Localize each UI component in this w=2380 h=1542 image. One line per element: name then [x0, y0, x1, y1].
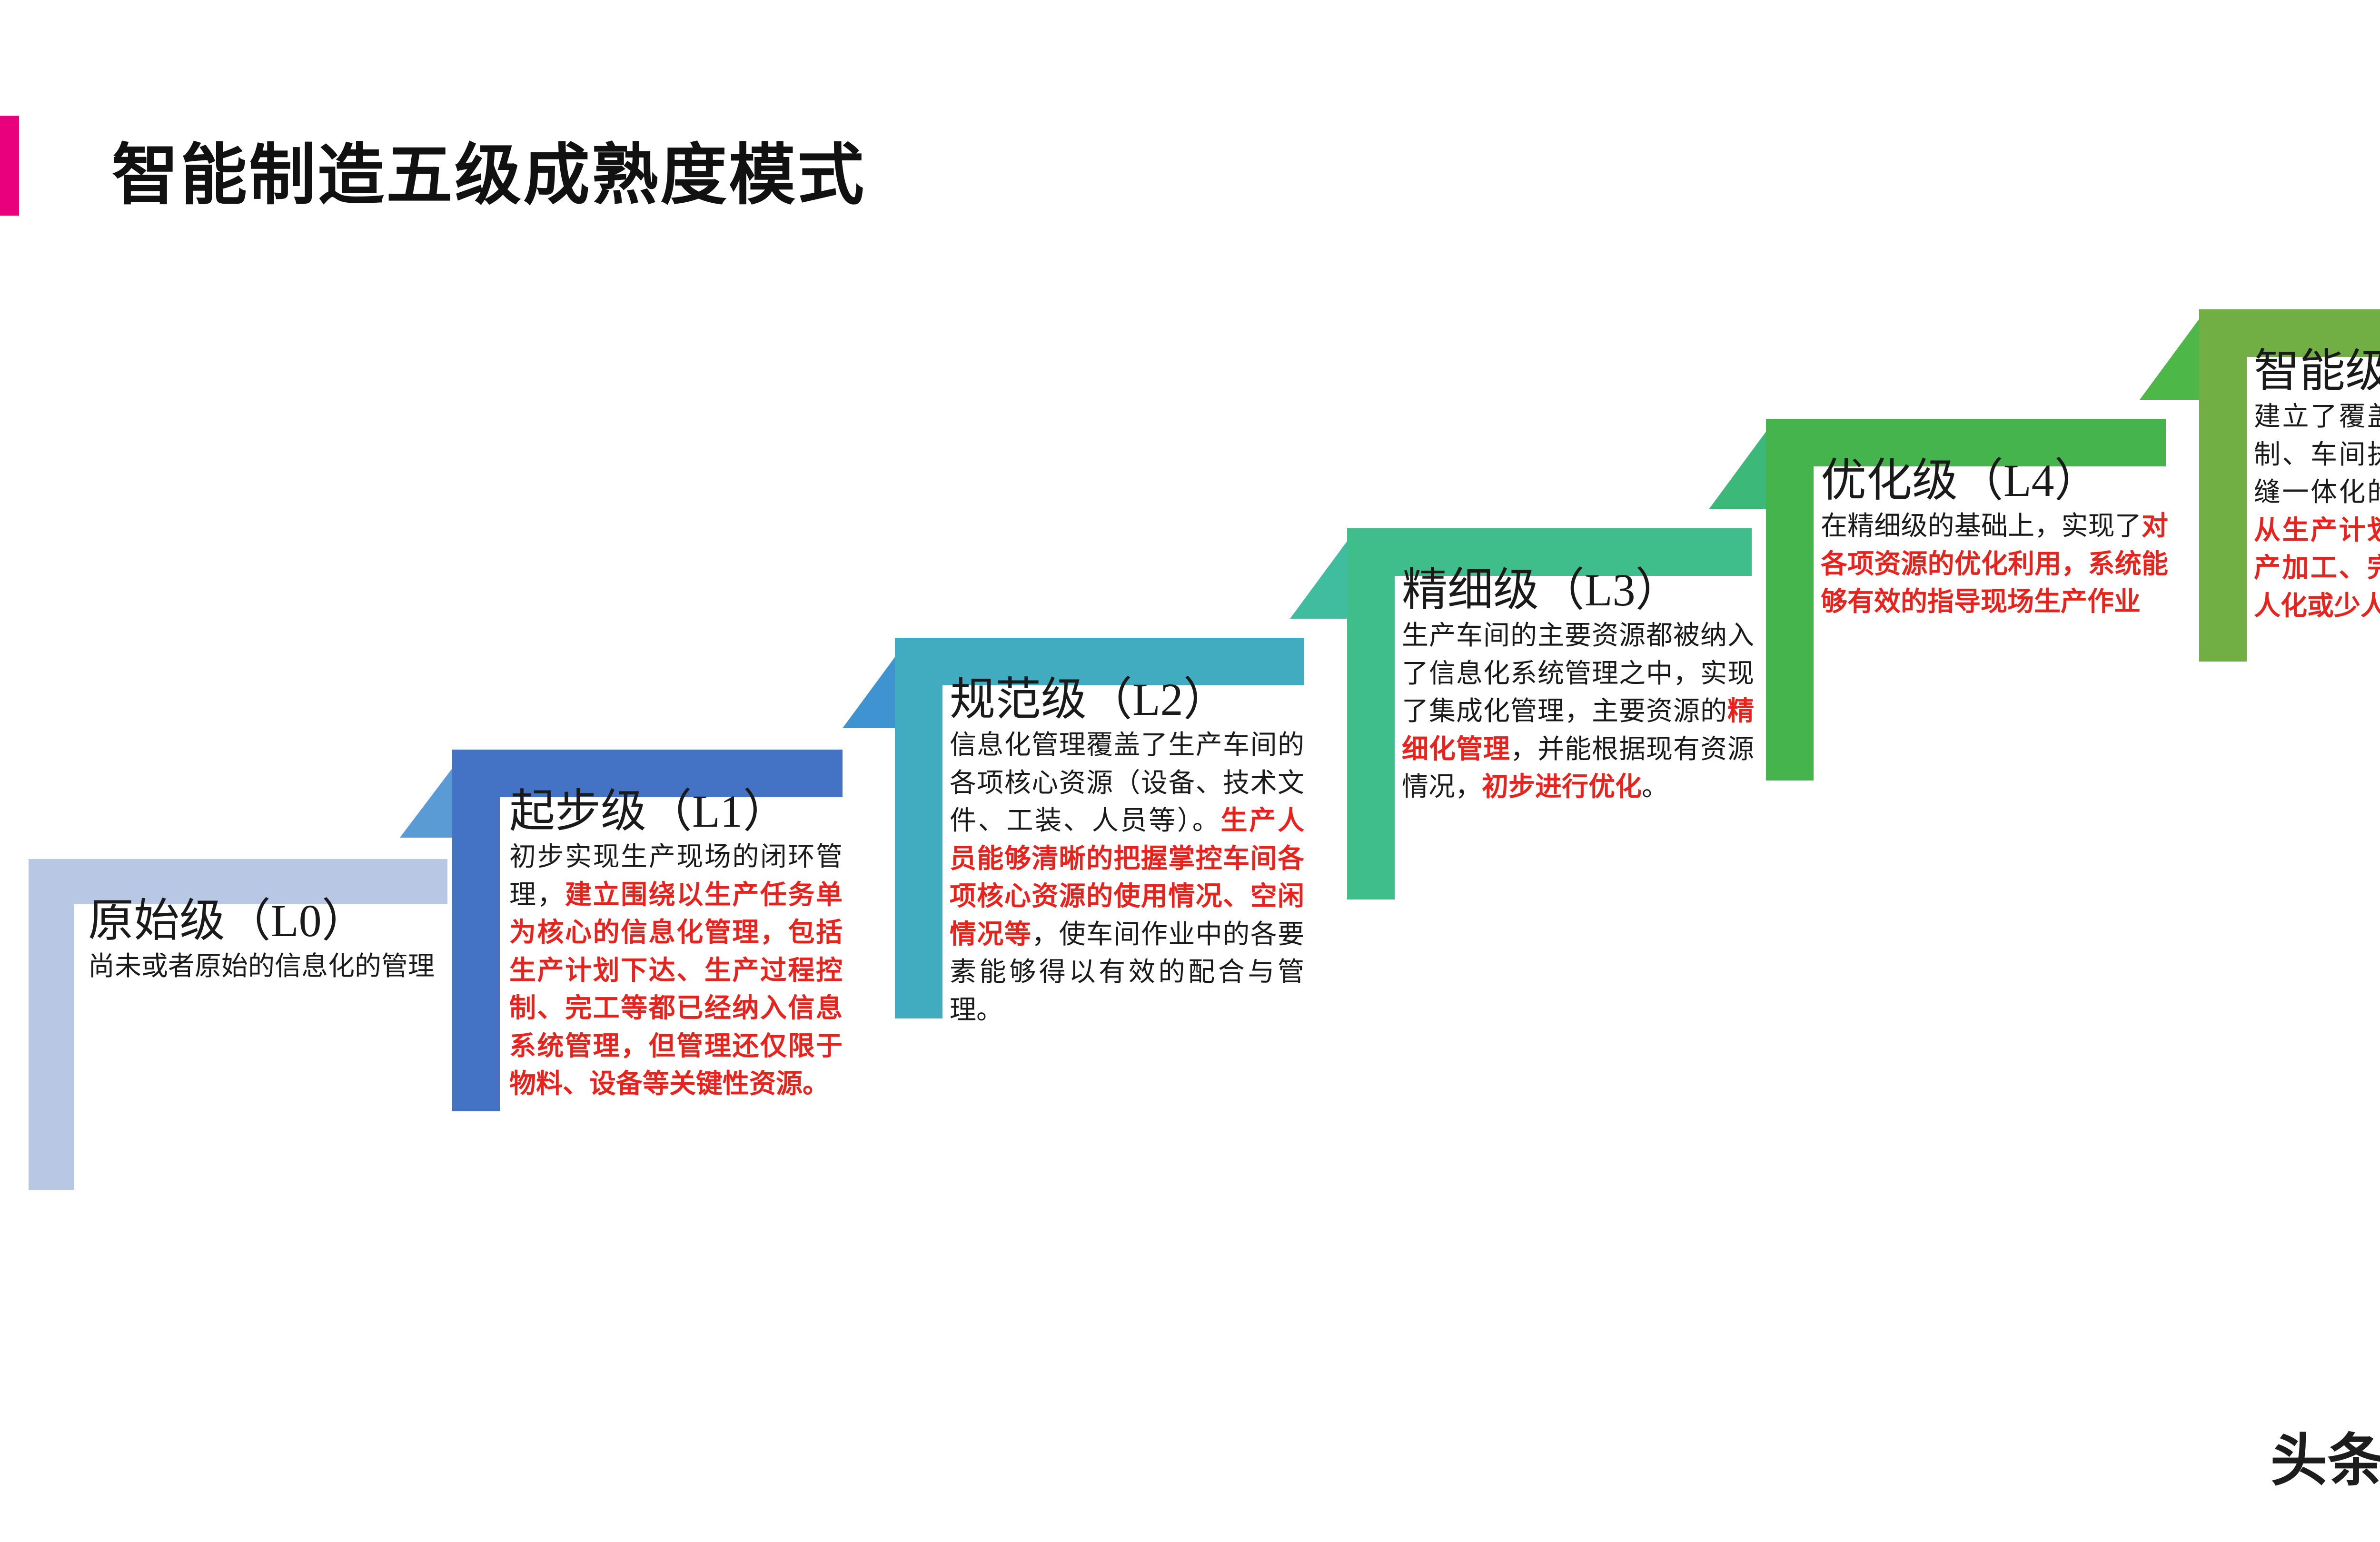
- step-heading: 规范级（L2）: [950, 674, 1229, 725]
- step-description: 初步实现生产现场的闭环管理，建立围绕以生产任务单为核心的信息化管理，包括生产计划…: [509, 838, 843, 1103]
- title-accent-bar: [0, 116, 19, 216]
- step-description: 尚未或者原始的信息化的管理: [88, 947, 450, 985]
- step-bracket-top-bar: [895, 638, 1304, 685]
- step-description-highlight: 精细化管理: [1402, 696, 1754, 764]
- step-heading: 起步级（L1）: [509, 786, 789, 837]
- step-text-block: 智能级（L5）建立了覆盖底层设备、过程控制、车间执行、管理控制等无缝一体化的信息…: [2254, 345, 2380, 624]
- step-bracket-top-bar: [29, 859, 447, 904]
- step-text-block: 起步级（L1）初步实现生产现场的闭环管理，建立围绕以生产任务单为核心的信息化管理…: [509, 785, 843, 1103]
- step-description-highlight: 实现了从生产计划的下达、排产、生产加工、完工反馈等过程的无人化或少人化。: [2254, 514, 2380, 621]
- step-description-plain: 初步实现生产现场的闭环管理，: [509, 841, 843, 909]
- step-text-block: 精细级（L3）生产车间的主要资源都被纳入了信息化系统管理之中，实现了集成化管理，…: [1402, 564, 1754, 806]
- step-bracket-top-bar: [1766, 419, 2166, 466]
- step-bracket-top-bar: [2199, 309, 2380, 357]
- step-description-highlight: 对各项资源的优化利用，系统能够有效的指导现场生产作业: [1821, 511, 2168, 617]
- watermark-label: 头条 @大音智能: [2270, 1429, 2380, 1493]
- step-bracket-left-bar: [1347, 576, 1395, 900]
- step-description-plain: 建立了覆盖底层设备、过程控制、车间执行、管理控制等无缝一体化的信息系统，: [2254, 401, 2380, 507]
- step-bracket-left-bar: [29, 904, 74, 1190]
- step-description-highlight: 生产人员能够清晰的把握掌控车间各项核心资源的使用情况、空闲情况等: [950, 805, 1304, 949]
- step-description: 生产车间的主要资源都被纳入了信息化系统管理之中，实现了集成化管理，主要资源的精细…: [1402, 616, 1754, 806]
- step-description-plain: ，使车间作业中的各要素能够得以有效的配合与管理。: [950, 919, 1304, 1025]
- step-text-block: 原始级（L0） 尚未或者原始的信息化的管理: [88, 895, 450, 985]
- step-heading: 优化级（L4）: [1821, 455, 2100, 506]
- step-description: 建立了覆盖底层设备、过程控制、车间执行、管理控制等无缝一体化的信息系统，实现了从…: [2254, 397, 2380, 624]
- step-bracket-left-bar: [1766, 466, 1814, 781]
- step-heading: 精细级（L3）: [1402, 564, 1681, 615]
- step-text-block: 规范级（L2）信息化管理覆盖了生产车间的各项核心资源（设备、技术文件、工装、人员…: [950, 673, 1304, 1029]
- step-description: 信息化管理覆盖了生产车间的各项核心资源（设备、技术文件、工装、人员等）。生产人员…: [950, 726, 1304, 1028]
- step-description-plain: 在精细级的基础上，实现了: [1821, 511, 2142, 541]
- step-description-plain: ，并能根据现有资源情况，: [1402, 733, 1754, 802]
- step-bracket-left-bar: [895, 685, 942, 1018]
- step-description-plain: 尚未或者原始的信息化的管理: [88, 951, 435, 981]
- step-heading: 原始级（L0）: [88, 895, 367, 946]
- step-description-plain: 生产车间的主要资源都被纳入了信息化系统管理之中，实现了集成化管理，主要资源的: [1402, 620, 1754, 726]
- step-description-plain: 。: [1642, 771, 1668, 802]
- step-bracket-top-bar: [1347, 528, 1752, 576]
- step-description-plain: 信息化管理覆盖了生产车间的各项核心资源（设备、技术文件、工装、人员等）。: [950, 730, 1304, 836]
- step-bracket-left-bar: [452, 797, 500, 1111]
- step-bracket-left-bar: [2199, 357, 2247, 662]
- step-arrow-icon: [2140, 309, 2206, 400]
- step-bracket-top-bar: [452, 750, 843, 797]
- page-title: 智能制造五级成熟度模式: [112, 138, 866, 212]
- step-description-highlight: 初步进行优化: [1482, 771, 1642, 802]
- step-description: 在精细级的基础上，实现了对各项资源的优化利用，系统能够有效的指导现场生产作业: [1821, 507, 2168, 621]
- step-heading: 智能级（L5）: [2254, 346, 2380, 396]
- step-description-highlight: 建立围绕以生产任务单为核心的信息化管理，包括生产计划下达、生产过程控制、完工等都…: [509, 879, 843, 1099]
- step-text-block: 优化级（L4）在精细级的基础上，实现了对各项资源的优化利用，系统能够有效的指导现…: [1821, 455, 2168, 621]
